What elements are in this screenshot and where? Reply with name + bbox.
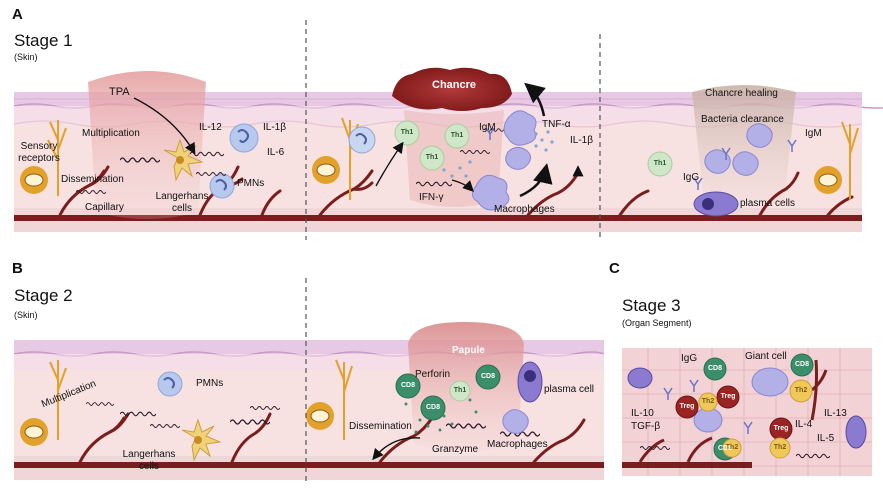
panel-label-a: A	[12, 6, 23, 23]
multiplication-label: Multiplication	[82, 128, 140, 139]
pmns-label-1: PMNs	[237, 178, 265, 189]
igm-label-1: IgM	[479, 122, 496, 133]
capillary-label: Capillary	[85, 202, 124, 213]
antibody-icon	[663, 379, 753, 434]
plasma-cell-icon	[627, 367, 867, 449]
il12-label: IL-12	[199, 122, 222, 133]
th1-cell-icon	[449, 380, 471, 402]
sensory-receptor-icon	[306, 359, 353, 440]
stage3-subtitle: (Organ Segment)	[622, 318, 692, 328]
chancre	[392, 67, 512, 111]
th1-label-4: Th1	[653, 160, 667, 167]
pmns-label-2: PMNs	[196, 378, 224, 389]
chancre-label: Chancre	[432, 79, 477, 91]
sensory-receptor-icon	[20, 120, 67, 196]
tpa-zone	[88, 71, 206, 219]
cd8-cell-icon	[395, 364, 501, 421]
igm-label-2: IgM	[805, 128, 822, 139]
tnfa-label: TNF-α	[542, 119, 571, 130]
cytokine-dots	[442, 130, 554, 178]
cd8-label-6: CD8	[717, 445, 732, 452]
sensory-receptor-icon	[20, 360, 67, 446]
panel-label-c: C	[609, 260, 620, 277]
dissemination-label: Dissemination	[61, 174, 124, 185]
antibody-icon	[485, 127, 797, 190]
il1b-label-1: IL-1β	[263, 122, 286, 133]
plasma-cell-icon	[517, 361, 543, 403]
macrophage-icon	[472, 110, 773, 211]
cd8-cell-icon	[703, 353, 814, 461]
treg-label-1: Treg	[679, 403, 695, 410]
perforin-dots	[404, 398, 478, 434]
stage2-subtitle: (Skin)	[14, 310, 38, 320]
th1-cell-icon	[394, 120, 673, 177]
chancre-healing-zone	[692, 85, 796, 208]
cd8-label-4: CD8	[707, 365, 722, 372]
th1-label-5: Th1	[453, 387, 467, 394]
treg-label-3: Treg	[773, 425, 789, 432]
tgfb-label: TGF-β	[631, 421, 661, 432]
langerhans-label: Langerhans cells	[155, 191, 209, 214]
il6-label: IL-6	[267, 147, 285, 158]
pmn-icon	[157, 371, 183, 397]
stage1-subtitle: (Skin)	[14, 52, 38, 62]
dissemination-label-2: Dissemination	[349, 421, 412, 432]
chancre-healing-label: Chancre healing	[705, 88, 778, 99]
stage1-title: Stage 1	[14, 31, 73, 50]
organ-segment	[622, 348, 872, 476]
il1b-label-2: IL-1β	[570, 135, 593, 146]
igg-label-1: IgG	[683, 172, 700, 183]
langerhans-cell-icon	[181, 418, 222, 462]
panel-label-b: B	[12, 260, 23, 277]
th2-cell-icon	[698, 379, 813, 459]
pmn-icon	[229, 123, 259, 153]
th2-label-4: Th2	[773, 444, 787, 451]
capillary-icon	[78, 412, 586, 464]
papule-label: Papule	[452, 345, 485, 356]
th2-label-1: Th2	[701, 398, 715, 405]
treg-label-2: Treg	[720, 393, 736, 400]
th1-label-3: Th1	[425, 154, 439, 161]
macrophages-label-2: Macrophages	[487, 439, 548, 450]
stage2-arrows	[372, 437, 421, 461]
tpa-label: TPA	[109, 86, 130, 98]
th2-label-3: Th2	[725, 444, 739, 451]
il13-label: IL-13	[824, 408, 847, 419]
macrophage-icon	[502, 409, 529, 434]
stage2-title: Stage 2	[14, 286, 73, 305]
pmn-icon	[348, 126, 376, 154]
igg-label-2: IgG	[681, 353, 698, 364]
bacteria-clearance-label: Bacteria clearance	[701, 114, 784, 125]
treg-cell-icon	[675, 385, 793, 441]
sensory-receptor-icon	[814, 121, 859, 200]
il4-label: IL-4	[795, 419, 813, 430]
plasma-cell-icon	[693, 191, 739, 217]
il5-label: IL-5	[817, 433, 835, 444]
dividers	[305, 20, 601, 482]
sensory-receptor-icon	[312, 117, 359, 200]
th2-label-2: Th2	[794, 387, 808, 394]
th1-label-2: Th1	[450, 132, 464, 139]
cd8-label-5: CD8	[794, 361, 809, 368]
plasma-cells-label: plasma cells	[740, 198, 796, 209]
giant-cell-label: Giant cell	[745, 351, 787, 362]
cd8-label-2: CD8	[480, 373, 495, 380]
stage3-title: Stage 3	[622, 296, 681, 315]
langerhans-label-2: Langerhans cells	[122, 449, 176, 472]
stage1-arrows	[133, 82, 584, 198]
th1-label-1: Th1	[400, 129, 414, 136]
plasma-cell-label: plasma cell	[544, 384, 595, 395]
cd8-label-1: CD8	[400, 382, 415, 389]
sensory-receptors-label: Sensory receptors	[18, 141, 60, 164]
macrophages-label-1: Macrophages	[494, 204, 555, 215]
pmn-icon	[209, 173, 235, 199]
cd8-label-3: CD8	[425, 404, 440, 411]
perforin-label: Perforin	[415, 369, 451, 380]
il10-label: IL-10	[631, 408, 654, 419]
granzyme-label: Granzyme	[432, 444, 479, 455]
ifng-label: IFN-γ	[419, 192, 444, 203]
